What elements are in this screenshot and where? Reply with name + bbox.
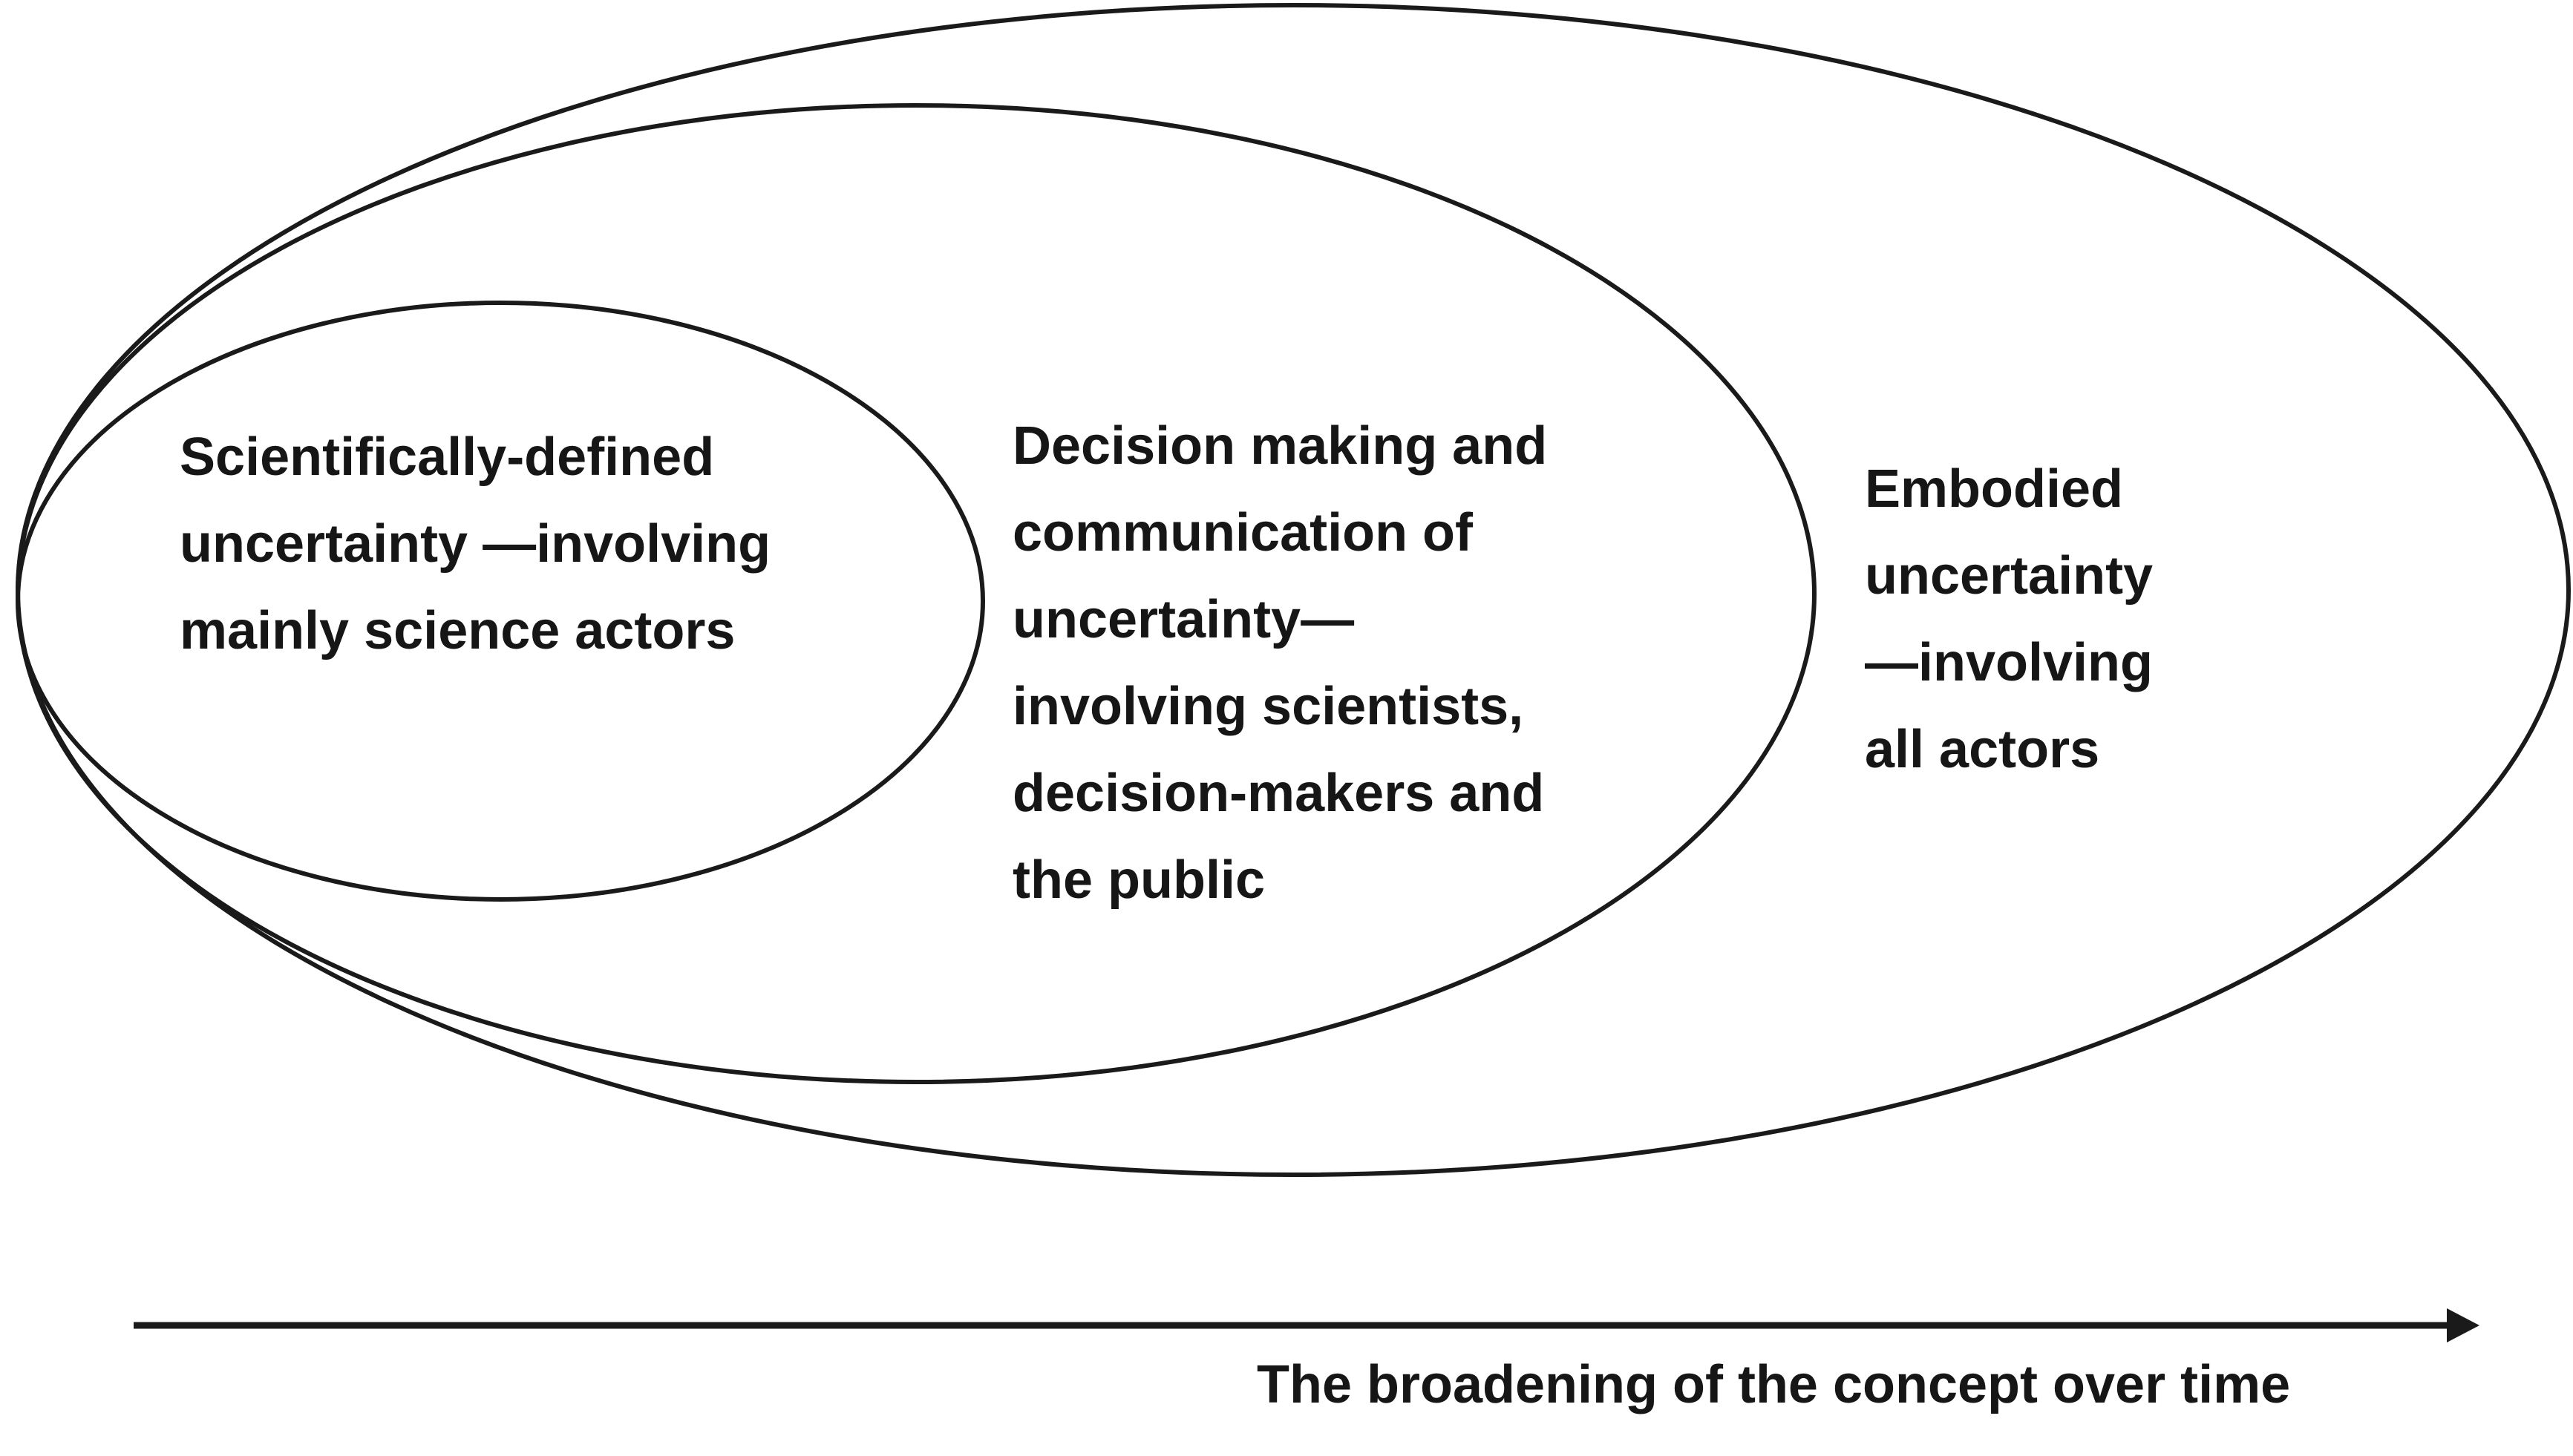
- label-embodied-uncertainty: Embodied uncertainty —involving all acto…: [1865, 459, 2154, 779]
- label-decision-making-communication: Decision making and communication of unc…: [1013, 416, 1548, 910]
- ellipse-scientifically-defined: [16, 301, 985, 902]
- label-scientifically-defined-uncertainty: Scientifically-defined uncertainty —invo…: [180, 427, 771, 660]
- timeline-arrow-icon: [134, 1308, 2479, 1342]
- timeline-caption: The broadening of the concept over time: [1257, 1355, 2291, 1414]
- arrow-head-icon: [2447, 1308, 2479, 1342]
